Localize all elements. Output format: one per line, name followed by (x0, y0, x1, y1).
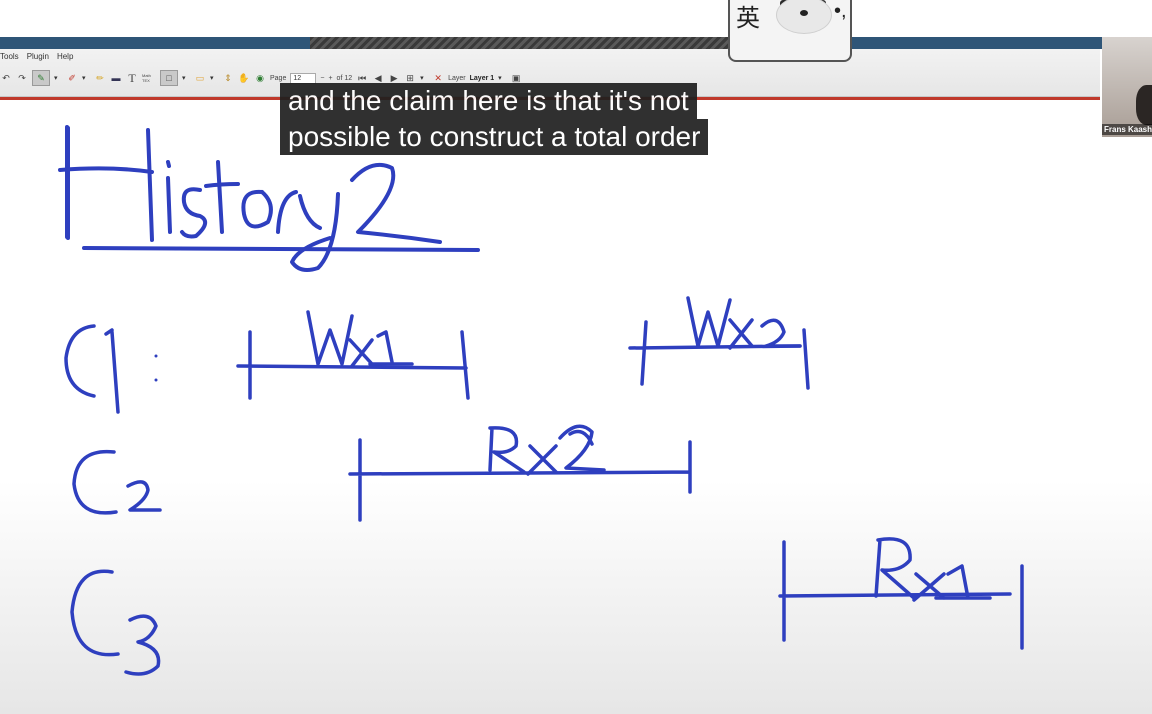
client-label-c3 (70, 569, 120, 657)
hand-tool-icon[interactable]: ✋ (238, 72, 250, 83)
menu-help[interactable]: Help (56, 52, 74, 61)
video-caption: and the claim here is that it's not poss… (280, 83, 709, 155)
presenter-silhouette (1136, 85, 1152, 125)
vertical-space-icon[interactable]: ⇕ (224, 72, 232, 83)
page-decrement-button[interactable]: − (320, 74, 325, 82)
op-rx1-label (874, 537, 992, 602)
eraser-tool-icon[interactable]: ✐ (68, 72, 76, 83)
sticker-character: 英 (736, 5, 760, 32)
op-wx2-interval (628, 320, 810, 390)
pen-tool-icon[interactable]: ✎ (32, 70, 50, 86)
row-c3 (70, 537, 1024, 676)
client-label-c2 (72, 449, 118, 515)
dog-face-icon (776, 0, 832, 34)
row-c1 (64, 296, 810, 414)
dog-nose-icon (800, 10, 808, 16)
tool-row: ↶ ↷ ✎ ▾ ✐ ▾ ✏ ▬ T Math TEX □ ▾ ▭ ▾ ⇕ ✋ ◉… (0, 69, 522, 87)
title-history-2 (58, 125, 480, 272)
page-total: of 12 (336, 74, 353, 82)
shape-tool-icon[interactable]: □ (160, 70, 178, 86)
caption-line-2: possible to construct a total order (280, 119, 709, 155)
dog-sticker-overlay: 英 •, (728, 0, 852, 62)
highlighter-tool-icon[interactable]: ✏ (96, 72, 104, 83)
op-rx2-label (488, 424, 606, 476)
layer-label: Layer (448, 74, 466, 82)
op-wx2-label (686, 296, 802, 350)
menu-plugin[interactable]: Plugin (26, 52, 49, 61)
fullscreen-icon[interactable]: ▣ (511, 72, 521, 83)
math-tex-icon[interactable]: Math TEX (142, 73, 151, 83)
delete-page-icon[interactable]: ✕ (434, 72, 442, 83)
select-rect-icon[interactable]: ▭ (195, 72, 205, 83)
add-page-icon[interactable]: ⊞ (406, 72, 414, 83)
previous-page-icon[interactable]: ◀ (374, 72, 382, 83)
select-options-caret-icon[interactable]: ▾ (210, 75, 214, 82)
caption-line-1: and the claim here is that it's not (280, 83, 697, 119)
op-wx1-label (306, 310, 414, 368)
layer-select[interactable]: Layer 1 (470, 75, 495, 82)
client-label-c1 (64, 324, 96, 398)
next-page-icon[interactable]: ▶ (390, 72, 398, 83)
shape-options-caret-icon[interactable]: ▾ (182, 75, 186, 82)
undo-icon[interactable]: ↶ (2, 72, 10, 83)
sticker-mark: •, (834, 0, 847, 22)
window-title-bar (0, 37, 1152, 49)
image-tool-icon[interactable]: ▬ (111, 73, 121, 83)
op-rx1-interval (778, 540, 1024, 650)
eraser-options-caret-icon[interactable]: ▾ (82, 75, 86, 82)
redo-icon[interactable]: ↷ (18, 72, 26, 83)
webcam-thumbnail: Frans Kaash (1102, 37, 1152, 137)
top-band (0, 0, 1152, 37)
app-toolbar: Tools Plugin Help ↶ ↷ ✎ ▾ ✐ ▾ ✏ ▬ T Math… (0, 49, 1100, 97)
text-tool-icon[interactable]: T (128, 70, 136, 85)
layer-caret-icon[interactable]: ▾ (498, 75, 502, 82)
play-object-icon[interactable]: ◉ (256, 72, 264, 83)
op-rx2-interval (348, 438, 692, 522)
pen-options-caret-icon[interactable]: ▾ (54, 75, 58, 82)
title-bar-pattern (310, 37, 728, 49)
layer-value: Layer 1 (469, 74, 495, 82)
webcam-name-label: Frans Kaash (1102, 124, 1152, 135)
page-increment-button[interactable]: + (328, 74, 333, 82)
add-page-caret-icon[interactable]: ▾ (420, 75, 424, 82)
menu-tools[interactable]: Tools (0, 52, 19, 61)
first-page-icon[interactable]: ⏮ (358, 72, 367, 83)
page-label: Page (270, 74, 287, 82)
row-c2 (72, 424, 692, 522)
menu-bar: Tools Plugin Help (0, 52, 73, 64)
